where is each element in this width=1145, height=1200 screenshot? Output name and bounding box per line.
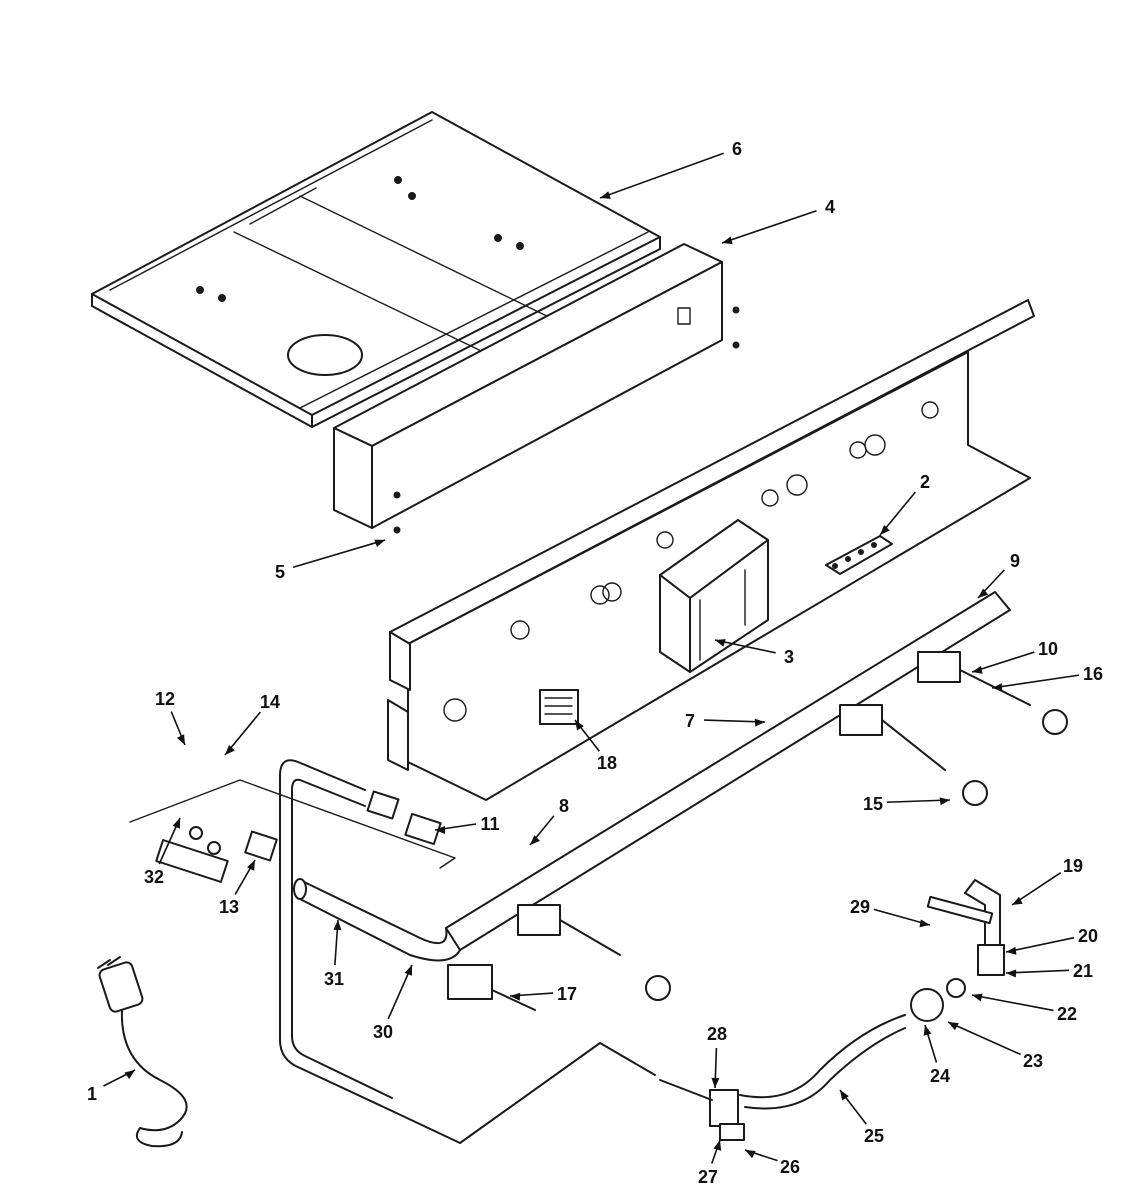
leader-arrow-15 [939,797,950,806]
callout-19: 19 [1063,856,1083,876]
leader-line-20 [1005,936,1075,953]
callout-1: 1 [87,1084,97,1104]
leader-line-23 [947,1021,1021,1056]
leader-line-16 [991,674,1080,689]
leader-arrow-8 [530,835,540,845]
inlet-fittings [129,779,456,883]
callout-17: 17 [557,984,577,1004]
leader-arrow-16 [992,683,1003,692]
callout-15: 15 [863,794,883,814]
callout-30: 30 [373,1022,393,1042]
ignition-module [659,519,769,673]
leader-arrow-22 [972,993,983,1002]
callout-28: 28 [707,1024,727,1044]
leader-arrow-7 [754,718,765,727]
callout-22: 22 [1057,1004,1077,1024]
leader-arrow-5 [374,539,385,548]
callout-4: 4 [825,197,835,217]
callout-20: 20 [1078,926,1098,946]
leader-arrow-17 [510,992,521,1001]
terminal-block [825,535,893,575]
leader-line-5 [292,539,386,569]
screws [393,491,401,534]
leader-arrow-31 [333,920,342,931]
leader-arrow-1 [124,1070,135,1080]
supply-tube [279,759,656,1144]
callout-21: 21 [1073,961,1093,981]
leader-arrow-25 [840,1090,849,1101]
pilot-assembly [659,879,1005,1141]
callout-25: 25 [864,1126,884,1146]
callout-27: 27 [698,1167,718,1187]
leader-arrow-30 [404,965,413,976]
leader-arrow-26 [745,1150,756,1159]
leader-arrow-27 [713,1140,722,1151]
leader-line-10 [971,651,1035,673]
callout-layer: 1234567891011121314151617181920212223242… [87,139,1103,1187]
leader-line-7 [703,719,766,723]
callout-8: 8 [559,796,569,816]
leader-arrow-28 [711,1077,720,1088]
top-cover-plate [91,111,661,428]
callout-9: 9 [1010,551,1020,571]
callout-7: 7 [685,711,695,731]
callout-18: 18 [597,753,617,773]
callout-29: 29 [850,897,870,917]
leader-arrow-32 [172,818,180,829]
callout-16: 16 [1083,664,1103,684]
leader-line-6 [599,152,724,199]
leader-line-15 [886,799,951,803]
callout-5: 5 [275,562,285,582]
power-cord [97,956,188,1148]
leader-arrow-21 [1006,969,1017,978]
callout-13: 13 [219,897,239,917]
callout-10: 10 [1038,639,1058,659]
leader-arrow-23 [948,1022,959,1031]
leader-arrow-11 [435,826,445,834]
leader-arrow-12 [176,734,185,745]
leader-arrow-6 [600,191,611,199]
leader-arrow-10 [972,665,983,674]
leader-arrow-3 [715,639,726,647]
leader-arrow-29 [919,919,930,928]
callout-2: 2 [920,472,930,492]
leader-line-22 [971,994,1054,1012]
leader-arrow-24 [923,1025,932,1036]
leader-arrow-19 [1012,896,1023,905]
leader-line-4 [721,209,817,244]
callout-32: 32 [144,867,164,887]
callout-11: 11 [480,814,499,834]
callout-26: 26 [780,1157,800,1177]
leader-line-21 [1005,969,1070,974]
callout-3: 3 [784,647,794,667]
leader-arrow-13 [247,860,255,871]
callout-6: 6 [732,139,742,159]
leader-arrow-20 [1006,946,1017,955]
callout-24: 24 [930,1066,950,1086]
callout-14: 14 [260,692,280,712]
callout-12: 12 [155,689,175,709]
leader-line-3 [714,639,776,654]
leader-arrow-9 [978,588,989,598]
front-trim-bracket [333,243,740,529]
manifold-pipe [293,591,1011,962]
leader-arrow-18 [575,720,584,731]
leader-arrow-4 [722,236,733,245]
transformer [539,689,579,725]
burner-valves [447,651,1068,1011]
leader-arrow-2 [880,525,890,535]
callout-23: 23 [1023,1051,1043,1071]
leader-arrow-14 [225,745,235,755]
callout-31: 31 [324,969,344,989]
